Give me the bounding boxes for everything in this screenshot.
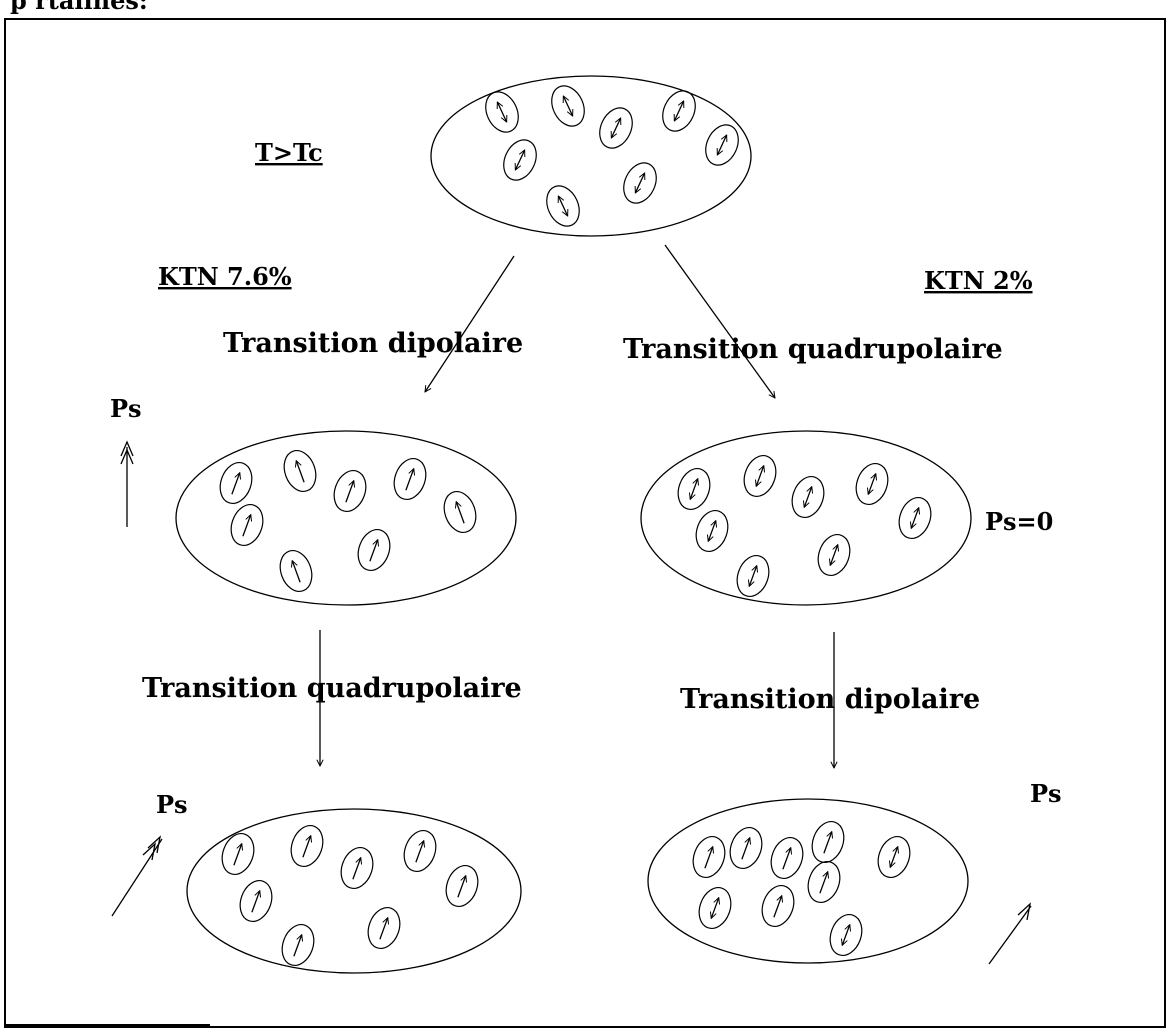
ps-arrowhead-diag-1 (147, 835, 161, 854)
dipole-cell (829, 914, 863, 956)
dipole-cell (367, 907, 401, 949)
ellipse-high-temp (430, 75, 752, 237)
ellipse-left-middle (175, 430, 517, 606)
dipole-cell (393, 458, 427, 500)
label-ktn-76: KTN 7.6% (158, 262, 292, 291)
dipole-cell (445, 865, 479, 907)
dipole-cell (677, 468, 711, 510)
ps-arrow-diagonal-right (988, 905, 1032, 965)
label-ps-left: Ps (110, 394, 142, 423)
label-transition-right-second: Transition dipolaire (680, 684, 980, 715)
ps-arrowhead-1 (120, 448, 134, 465)
dipole-cell (807, 861, 841, 903)
dipole-cell (662, 90, 696, 132)
ellipse-right-bottom (647, 798, 969, 964)
dipole-cell (599, 107, 633, 149)
label-t-gt-tc: T>Tc (255, 138, 323, 167)
dipole-cell (698, 887, 732, 929)
dipole-cell (770, 837, 804, 879)
dipole-cell (705, 124, 739, 166)
label-transition-left-first: Transition dipolaire (223, 328, 523, 359)
label-transition-right-first: Transition quadrupolaire (623, 334, 1003, 365)
figure-frame (4, 18, 1166, 1028)
dipole-cell (281, 924, 315, 966)
dipole-cell (279, 550, 313, 592)
dipole-cell (503, 139, 537, 181)
dipole-cell (333, 470, 367, 512)
dipole-cell (692, 836, 726, 878)
dipole-cell (817, 534, 851, 576)
dipole-cell (695, 510, 729, 552)
dipole-cell (403, 830, 437, 872)
ps-arrowhead-diag-2 (142, 842, 156, 861)
dipole-cell (551, 85, 585, 127)
dipole-cell (736, 555, 770, 597)
header-fragment: p rtalines: (10, 0, 148, 15)
dipole-cell (230, 504, 264, 546)
arrow-transition-right (664, 244, 775, 398)
dipole-cell (898, 497, 932, 539)
ps-arrow-diagonal-left (111, 838, 163, 917)
dipole-cell (546, 185, 580, 227)
dipole-cell (743, 455, 777, 497)
dipole-cell (221, 833, 255, 875)
label-ps-zero: Ps=0 (985, 507, 1053, 536)
dipole-cell (791, 476, 825, 518)
dipole-cell (855, 463, 889, 505)
dipole-cell (443, 491, 477, 533)
dipole-cell (219, 462, 253, 504)
label-ktn-2: KTN 2% (924, 266, 1033, 295)
label-transition-left-second: Transition quadrupolaire (142, 673, 522, 704)
dipole-cell (340, 847, 374, 889)
dipole-cell (290, 825, 324, 867)
ps-arrowhead-2 (120, 440, 134, 457)
dipole-cell (877, 836, 911, 878)
dipole-cell (623, 162, 657, 204)
ellipse-right-middle (640, 430, 972, 606)
dipole-cell (485, 91, 519, 133)
dipole-cell (283, 450, 317, 492)
ps-arrowhead-diag-3 (1017, 902, 1031, 921)
dipole-cell (239, 880, 273, 922)
dipole-cell (729, 827, 763, 869)
dipole-cell (811, 821, 845, 863)
dipole-group (219, 85, 932, 966)
dipole-cell (357, 529, 391, 571)
arrow-transition-left (425, 255, 515, 392)
label-ps-bottom-left: Ps (156, 790, 188, 819)
label-ps-bottom-right: Ps (1030, 779, 1062, 808)
ellipse-left-bottom (186, 808, 522, 974)
dipole-cell (761, 885, 795, 927)
